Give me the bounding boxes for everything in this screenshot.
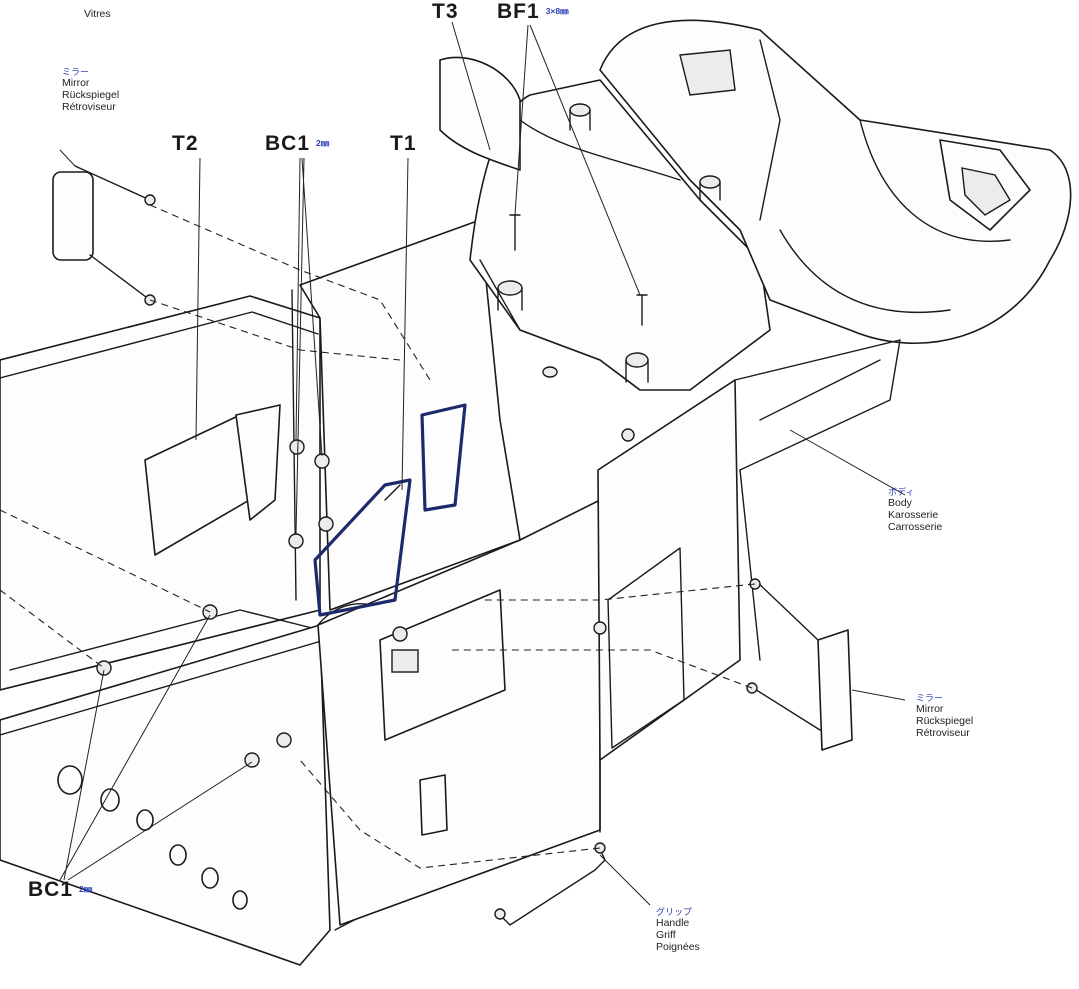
handle-jp: グリップ [656, 908, 693, 918]
label-bc1-bottom-size: 2㎜ [79, 884, 93, 894]
mirror-right-line-1: Mirror [916, 703, 944, 716]
handle-line-1: Handle [656, 917, 690, 930]
body-line-2: Karosserie [888, 508, 939, 521]
windows-callout: Vitres [84, 8, 111, 21]
label-bf1: BF1 3×8㎜ [497, 0, 569, 24]
body-jp: ボディ [888, 488, 915, 498]
label-t2: T2 [172, 132, 199, 155]
leader-lines [59, 21, 906, 906]
mirror-right-line-2: Rückspiegel [916, 714, 974, 727]
label-bc1-top: BC1 2㎜ [265, 132, 329, 156]
mirror-left-line-1: Mirror [62, 77, 90, 90]
label-bf1-size: 3×8㎜ [545, 6, 569, 16]
handle-line-3: Poignées [656, 940, 700, 953]
body-line-3: Carrosserie [888, 520, 943, 533]
mirror-left-line-3: Rétroviseur [62, 100, 116, 113]
window-t2 [144, 404, 281, 556]
window-t1 [313, 403, 467, 617]
label-t3: T3 [432, 0, 459, 23]
mirror-right-jp: ミラー [916, 694, 944, 704]
mirror-left-line-2: Rückspiegel [62, 88, 120, 101]
mirror-right-line-3: Rétroviseur [916, 726, 970, 739]
label-bf1-text: BF1 [497, 0, 540, 23]
label-t1: T1 [390, 132, 417, 155]
cab-body [0, 19, 1072, 966]
mounting-posts [497, 103, 721, 383]
mirror-left-jp: ミラー [62, 68, 90, 78]
label-bc1-top-size: 2㎜ [316, 138, 330, 148]
handle-callout: グリップ Handle Griff Poignées [656, 908, 700, 953]
label-bc1-bottom-text: BC1 [28, 878, 74, 901]
mirror-right-callout: ミラー Mirror Rückspiegel Rétroviseur [916, 694, 973, 739]
windows-line-1: Vitres [84, 8, 111, 20]
label-bc1-bottom: BC1 2㎜ [28, 878, 92, 902]
mirror-right [746, 578, 853, 751]
label-bc1-top-text: BC1 [265, 132, 311, 155]
body-line-1: Body [888, 497, 912, 510]
body-callout: ボディ Body Karosserie Carrosserie [888, 488, 942, 533]
mirror-left [52, 165, 156, 306]
nuts [96, 428, 635, 768]
mirror-left-callout: ミラー Mirror Rückspiegel Rétroviseur [62, 68, 119, 113]
grip-handle [494, 842, 606, 926]
handle-line-2: Griff [656, 928, 676, 941]
